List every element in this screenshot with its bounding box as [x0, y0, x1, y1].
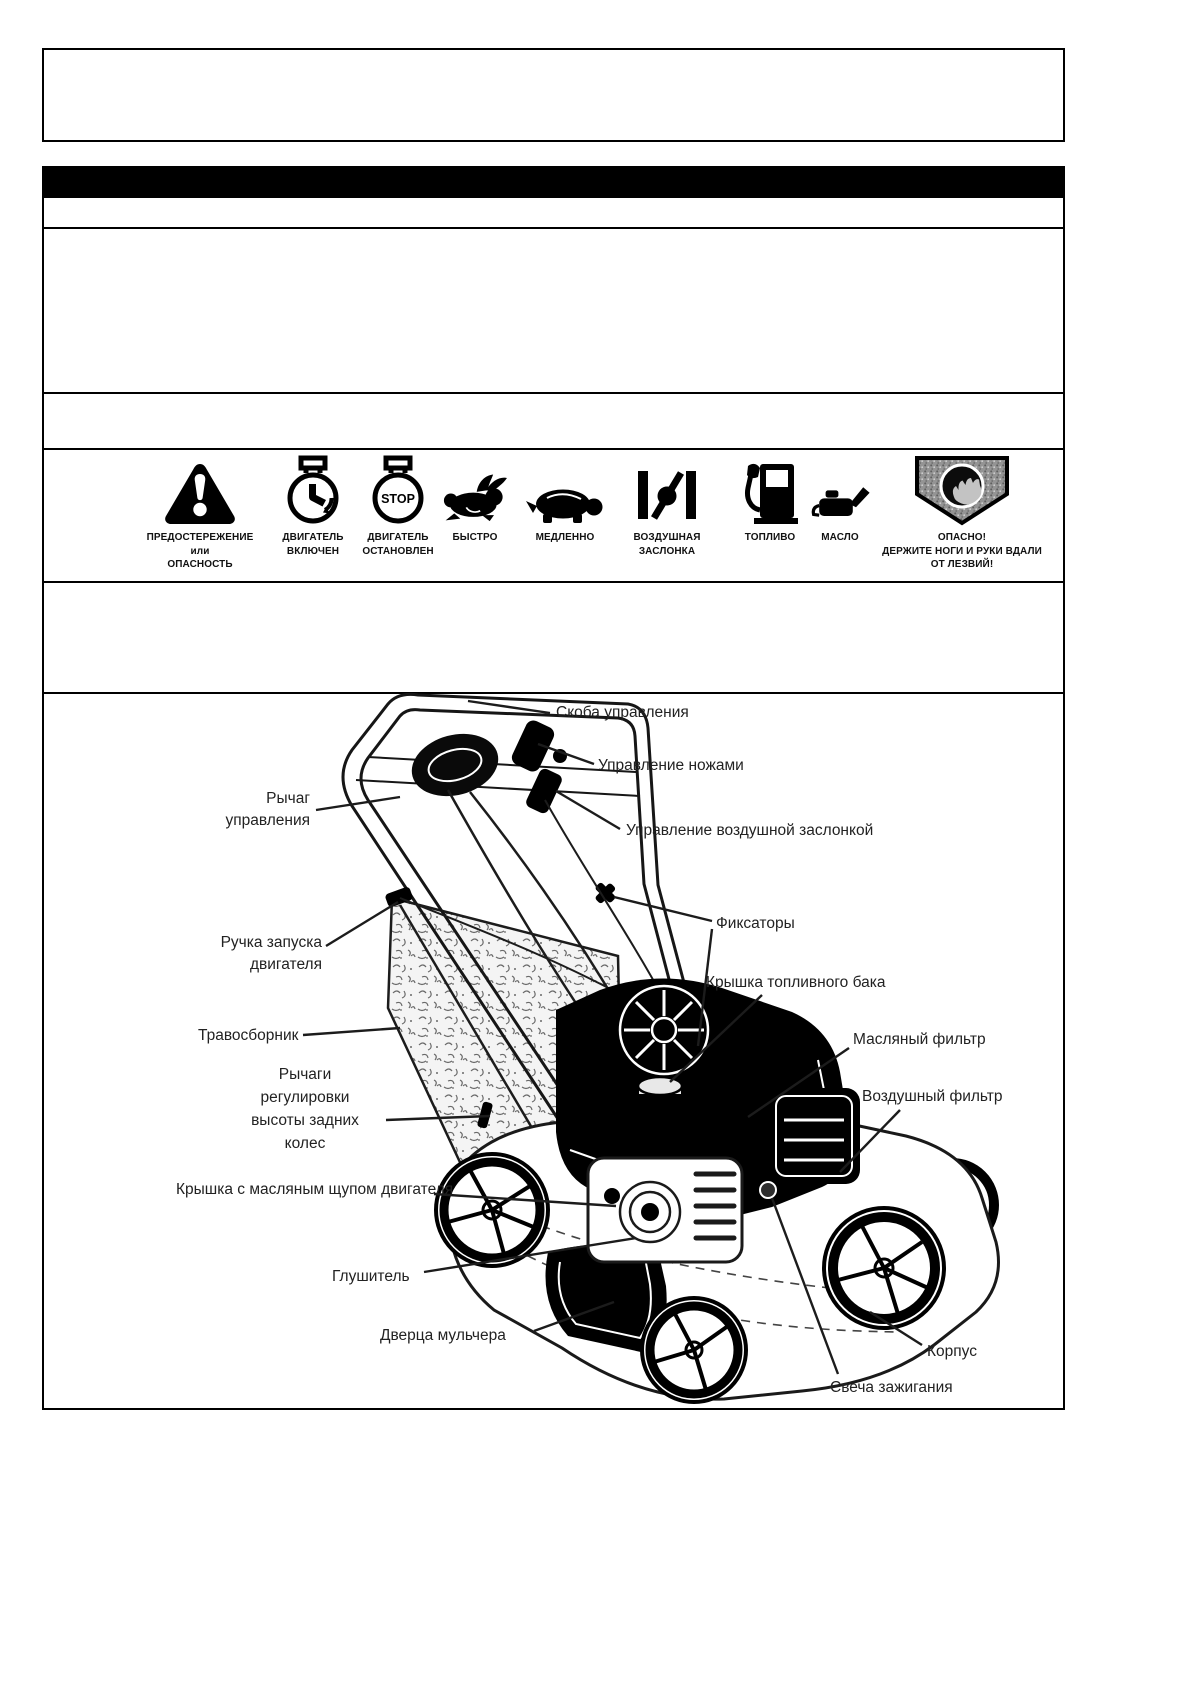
diagram-label-locks: Фиксаторы [716, 915, 795, 932]
symbol-label: ТОПЛИВО [744, 532, 796, 543]
fuel-icon [745, 463, 798, 524]
symbol-label: ДВИГАТЕЛЬ ВКЛЮЧЕН [282, 532, 344, 557]
diagram-label-oil-filter: Масляный фильтр [853, 1031, 986, 1048]
symbol-label: ОПАСНО! ДЕРЖИТЕ НОГИ И РУКИ ВДАЛИ ОТ ЛЕЗ… [882, 532, 1042, 570]
diagram-label-muffler: Глушитель [332, 1268, 410, 1285]
diagram-label-height-levers: Рычаги регулировки высоты задних колес [251, 1066, 359, 1152]
oil-icon [811, 487, 870, 517]
choke-icon [638, 471, 696, 520]
slow-turtle-icon [526, 489, 603, 523]
engine-on-icon [287, 455, 339, 524]
divider-4 [42, 581, 1065, 583]
section-header-bar [42, 166, 1065, 198]
symbol-label: МАСЛО [821, 532, 859, 543]
diagram-label-deck: Корпус [927, 1343, 977, 1360]
diagram-label-mulch-door: Дверца мульчера [380, 1327, 506, 1344]
symbol-label: ВОЗДУШНАЯ ЗАСЛОНКА [633, 532, 701, 557]
diagram-label-choke-control: Управление воздушной заслонкой [626, 822, 874, 839]
diagram-label-dipstick-cap: Крышка с масляным щупом двигателя [176, 1181, 454, 1198]
divider-1 [42, 227, 1065, 229]
stop-text: STOP [381, 492, 415, 506]
diagram-label-air-filter: Воздушный фильтр [862, 1088, 1003, 1105]
symbol-cell-danger: ОПАСНО! ДЕРЖИТЕ НОГИ И РУКИ ВДАЛИ ОТ ЛЕЗ… [862, 452, 1062, 572]
diagram-label-drive-lever: Рычаг управления [225, 790, 310, 829]
symbol-cell-choke: ВОЗДУШНАЯ ЗАСЛОНКА [619, 452, 715, 558]
symbol-cell-engine-on: ДВИГАТЕЛЬ ВКЛЮЧЕН [270, 452, 356, 558]
symbol-label: БЫСТРО [452, 532, 498, 543]
diagram-label-fuel-cap: Крышка топливного бака [706, 974, 886, 991]
divider-2 [42, 392, 1065, 394]
diagram-label-spark-plug: Свеча зажигания [830, 1379, 953, 1396]
symbol-label: ПРЕДОСТЕРЕЖЕНИЕ или ОПАСНОСТЬ [146, 532, 254, 570]
diagram-label-control-bail: Скоба управления [556, 704, 689, 721]
warning-triangle-icon [165, 464, 235, 524]
symbol-cell-engine-stop: STOP ДВИГАТЕЛЬ ОСТАНОВЛЕН [352, 452, 444, 558]
main-section-box [42, 166, 1065, 1410]
symbol-cell-warning: ПРЕДОСТЕРЕЖЕНИЕ или ОПАСНОСТЬ [130, 452, 270, 572]
danger-blades-icon [915, 456, 1009, 526]
diagram-label-starter-handle: Ручка запуска двигателя [220, 934, 322, 973]
symbol-cell-fast: БЫСТРО [437, 452, 513, 545]
fast-rabbit-icon [443, 474, 507, 522]
symbol-label: МЕДЛЕННО [535, 532, 595, 543]
diagram-label-grass-catcher: Травосборник [198, 1027, 299, 1044]
divider-5 [42, 692, 1065, 694]
engine-stop-icon: STOP [372, 455, 424, 524]
symbol-cell-oil: МАСЛО [808, 452, 872, 545]
symbol-label: ДВИГАТЕЛЬ ОСТАНОВЛЕН [362, 532, 434, 557]
top-text-box [42, 48, 1065, 142]
symbol-cell-slow: МЕДЛЕННО [519, 452, 611, 545]
symbol-cell-fuel: ТОПЛИВО [732, 452, 808, 545]
diagram-label-blade-control: Управление ножами [598, 757, 744, 774]
divider-3 [42, 448, 1065, 450]
